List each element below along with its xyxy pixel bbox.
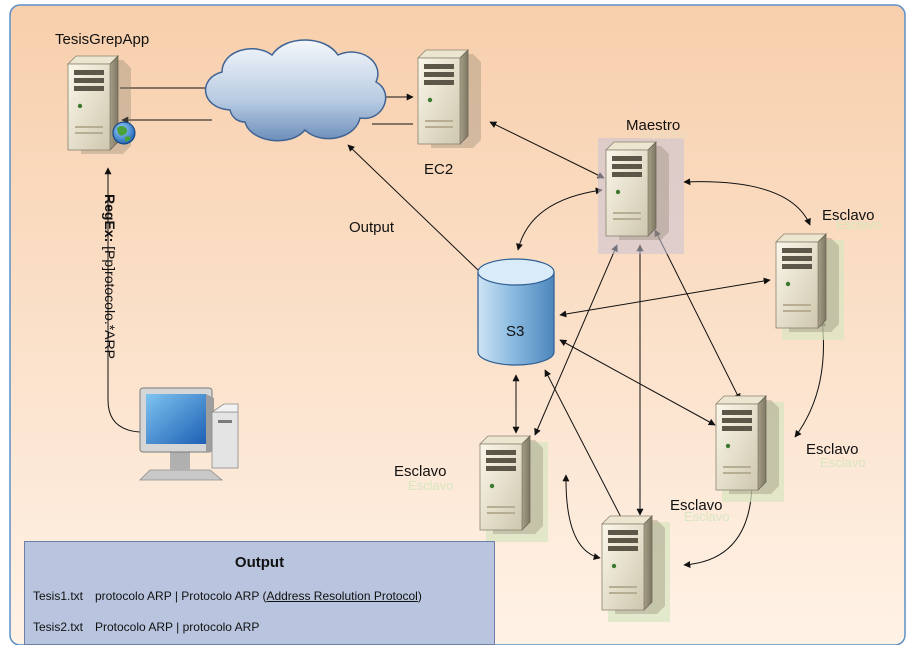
- edge-maestro-esclavo-right: [683, 178, 811, 226]
- label-maestro-shadow: Maestro: [640, 127, 687, 142]
- output-row-text: protocolo ARP | Protocolo ARP (: [95, 589, 267, 603]
- edge-esclavo-left-bottom: [562, 474, 601, 561]
- output-panel: Output Tesis1.txt protocolo ARP | Protoco…: [24, 541, 495, 645]
- regex-value: [Pp]rotocolo.*ARP: [102, 246, 118, 359]
- label-ec2: EC2: [424, 161, 454, 178]
- label-maestro: Maestro: [626, 117, 681, 134]
- label-s3: S3: [506, 323, 525, 340]
- edge-s3-esclavo-right: [559, 277, 771, 318]
- s3-storage-cylinder: [477, 258, 555, 366]
- edge-ec2-maestro: [489, 121, 605, 179]
- edge-maestro-s3: [516, 187, 603, 251]
- edge-s3-output: [347, 144, 479, 271]
- output-row-file: Tesis2.txt: [33, 620, 84, 634]
- label-app: TesisGrepApp: [55, 31, 150, 48]
- server-icon-maestro: [605, 141, 670, 241]
- output-row: Tesis2.txt Protocolo ARP | protocolo ARP: [33, 620, 259, 634]
- regex-key: RegEx:: [102, 194, 118, 243]
- label-esclavo-right-shadow: Esclavo: [836, 217, 882, 232]
- output-row: Tesis1.txt protocolo ARP | Protocolo ARP …: [33, 589, 422, 603]
- server-icon-esclavo-right: [775, 233, 840, 333]
- server-icon-esclavo-bottom: [601, 515, 666, 615]
- label-esclavo-right: Esclavo: [822, 207, 875, 224]
- output-row-file: Tesis1.txt: [33, 589, 84, 603]
- output-row-close: ): [417, 589, 422, 603]
- label-esclavo-bottom-shadow: Esclavo: [684, 509, 730, 524]
- label-esclavo-mid-shadow: Esclavo: [820, 455, 866, 470]
- label-esclavo-bottom: Esclavo: [670, 497, 723, 514]
- label-esclavo-left-shadow: Esclavo: [408, 478, 454, 493]
- label-esclavo-mid: Esclavo: [806, 441, 859, 458]
- client-computer-icon: [139, 387, 239, 481]
- server-icon-esclavo-mid: [715, 395, 780, 495]
- internet-cloud: [205, 39, 387, 142]
- output-row-link[interactable]: Address Resolution Protocol: [266, 589, 418, 603]
- edge-s3-esclavo-bottom: [544, 369, 626, 526]
- label-output-edge: Output: [349, 219, 395, 236]
- server-icon-ec2: [417, 49, 482, 149]
- label-esclavo-left: Esclavo: [394, 463, 447, 480]
- output-row-text: Protocolo ARP | protocolo ARP: [95, 620, 260, 634]
- edge-regex: [104, 167, 141, 433]
- globe-icon: [112, 121, 136, 145]
- edge-s3-esclavo-mid: [559, 339, 716, 426]
- output-panel-title: Output: [234, 554, 285, 571]
- server-icon-esclavo-left: [479, 435, 544, 535]
- regex-label: RegEx: [Pp]rotocolo.*ARP: [98, 194, 118, 434]
